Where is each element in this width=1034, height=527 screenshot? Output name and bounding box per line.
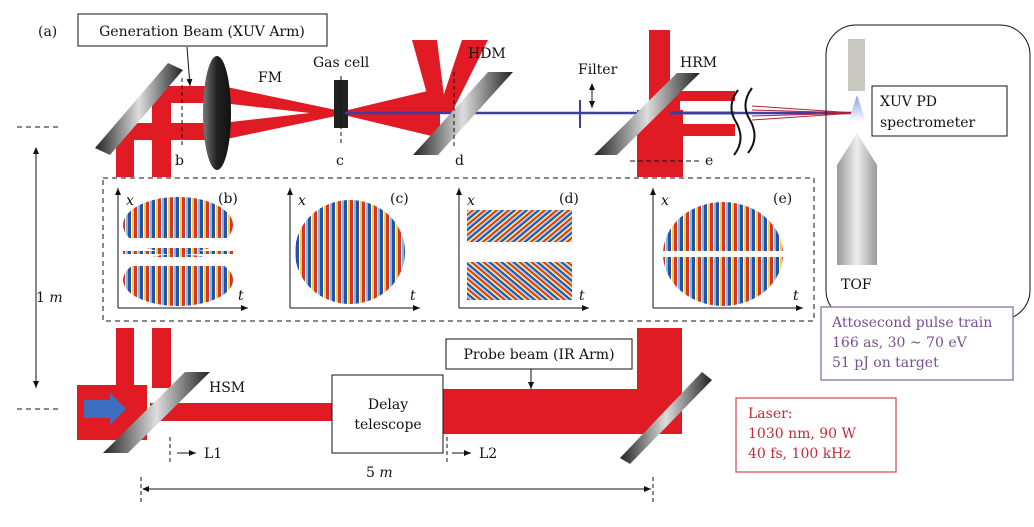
probe-beam-label: Probe beam (IR Arm) xyxy=(463,347,614,363)
fringe-tilted-upper xyxy=(467,210,572,242)
fringe-gap xyxy=(118,257,238,266)
insets-box xyxy=(102,177,815,322)
hrm-label: HRM xyxy=(680,55,717,71)
inset-panel-b: x t (b) xyxy=(115,188,248,311)
attosecond-line2: 166 as, 30 ~ 70 eV xyxy=(832,335,968,351)
inset-panel-e: x t (e) xyxy=(650,188,803,311)
xuv-spectrometer-box xyxy=(871,85,1008,137)
inset-panel-c: x t (c) xyxy=(287,188,420,311)
generation-beam-box xyxy=(77,13,328,47)
inset-x-axis-label: t xyxy=(793,288,799,304)
fringe-pattern xyxy=(295,200,405,304)
inset-label: (b) xyxy=(218,191,238,207)
attosecond-line3: 51 pJ on target xyxy=(832,355,939,371)
fm-label: FM xyxy=(258,70,282,86)
probe-beam-recombined xyxy=(637,30,735,177)
generation-beam-pointer-arrow xyxy=(186,46,193,87)
fringe-lobe-lower xyxy=(123,254,233,306)
fringe-gap xyxy=(118,238,238,248)
inset-label: (c) xyxy=(390,191,409,207)
inset-label: (e) xyxy=(773,191,792,207)
height-label: 1 m xyxy=(36,290,63,306)
inset-y-axis-label: x xyxy=(126,193,134,209)
hdm-label: HDM xyxy=(468,46,506,62)
tof-cone xyxy=(837,133,877,165)
attosecond-line1: Attosecond pulse train xyxy=(831,315,992,331)
steering-mirror xyxy=(95,63,183,155)
laser-input-arrow-icon xyxy=(84,393,126,425)
laser-info-box xyxy=(735,397,897,473)
laser-line3: 40 fs, 100 kHz xyxy=(748,446,851,462)
inset-y-axis-label: x xyxy=(467,193,475,209)
inset-x-axis-label: t xyxy=(579,288,585,304)
delay-telescope-label-line1: Delay xyxy=(368,397,408,413)
hdm-mirror xyxy=(413,72,513,155)
gas-cell-label: Gas cell xyxy=(313,55,370,71)
plane-d-label: d xyxy=(455,153,464,169)
filter-label: Filter xyxy=(578,62,618,78)
plane-e-label: e xyxy=(705,153,713,169)
gas-plume xyxy=(848,95,866,122)
break-mark-left xyxy=(730,89,742,156)
inset-x-axis-label: t xyxy=(410,288,416,304)
generation-beam xyxy=(116,40,488,177)
xuv-spectrometer-label-line2: spectrometer xyxy=(880,115,975,131)
plane-b-label: b xyxy=(175,153,184,169)
refocused-beam xyxy=(751,105,856,121)
inset-y-axis-label: x xyxy=(298,193,306,209)
inset-y-axis-label: x xyxy=(661,193,669,209)
delay-telescope-box xyxy=(331,374,444,454)
generation-beam-label: Generation Beam (XUV Arm) xyxy=(99,24,305,40)
plane-c-label: c xyxy=(336,153,344,169)
inset-label: (d) xyxy=(559,191,579,207)
fold-mirror xyxy=(620,372,712,464)
tof-label: TOF xyxy=(841,277,872,293)
focusing-mirror-fm xyxy=(203,56,231,170)
hrm-mirror xyxy=(594,73,700,155)
l1-label: L1 xyxy=(204,446,222,462)
laser-line2: 1030 nm, 90 W xyxy=(748,426,857,442)
inset-panel-d: x t (d) xyxy=(456,188,589,311)
laser-line1: Laser: xyxy=(748,406,793,422)
fringe-tilted-lower xyxy=(467,262,572,300)
gas-nozzle xyxy=(848,39,865,91)
panel-label: (a) xyxy=(38,24,57,40)
xuv-spectrometer-label-line1: XUV PD xyxy=(880,94,937,110)
break-mark-right xyxy=(744,87,756,154)
fringe-gap xyxy=(658,251,788,257)
hsm-mirror xyxy=(103,372,210,453)
laser-input-beam xyxy=(77,328,682,440)
inset-x-axis-label: t xyxy=(238,288,244,304)
attosecond-info-box xyxy=(820,306,1014,381)
probe-beam-box xyxy=(445,338,633,370)
delay-telescope-label-line2: telescope xyxy=(354,417,421,433)
fringe-center-line xyxy=(123,251,233,254)
l2-label: L2 xyxy=(479,446,497,462)
tof-tube xyxy=(837,165,877,265)
length-label: 5 m xyxy=(366,465,393,481)
hsm-label: HSM xyxy=(209,380,245,396)
